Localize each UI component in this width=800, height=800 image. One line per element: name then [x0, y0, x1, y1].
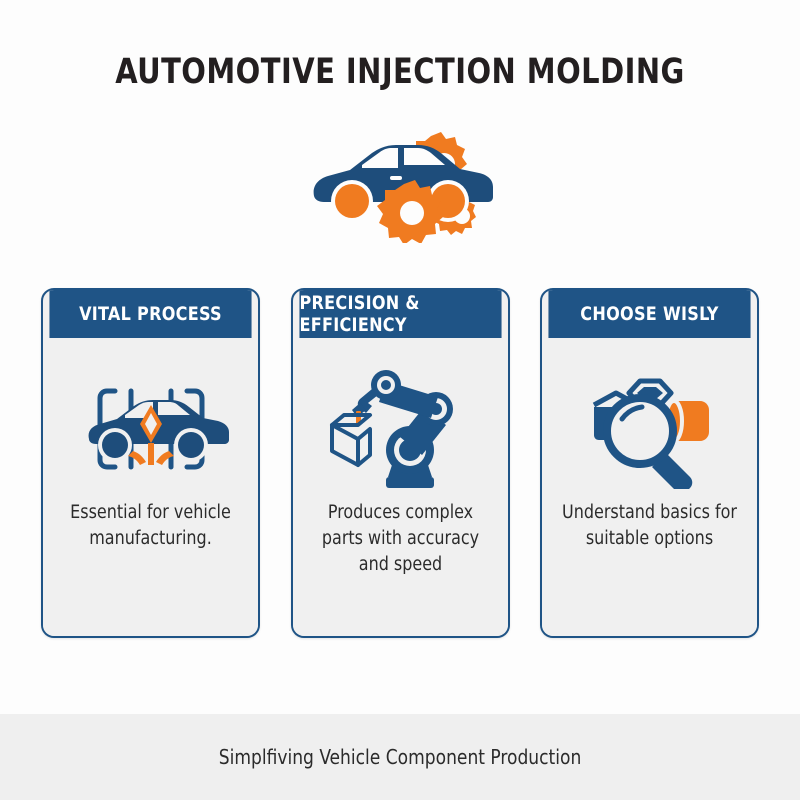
footer-caption: Simplfiving Vehicle Component Production — [218, 745, 582, 769]
card-precision-efficiency[interactable]: PRECISION & EFFICIENCY — [290, 288, 510, 638]
card-header-label: CHOOSE WISLY — [548, 290, 751, 338]
card-description: Understand basics for suitable options — [562, 502, 737, 549]
magnifier-parts-icon — [565, 364, 735, 494]
card-choose-wisly[interactable]: CHOOSE WISLY — [540, 288, 759, 638]
cards-row: VITAL PROCESS — [41, 288, 759, 640]
car-injection-icon — [66, 364, 236, 494]
card-header-label: VITAL PROCESS — [49, 290, 252, 338]
footer-band — [0, 714, 800, 800]
car-with-gears-illustration — [300, 118, 500, 245]
page-title: AUTOMOTIVE INJECTION MOLDING — [115, 52, 685, 92]
robotic-arm-icon — [315, 364, 485, 494]
card-description: Essential for vehicle manufacturing. — [70, 502, 231, 549]
card-body: Produces complex parts with accuracy and… — [292, 338, 508, 636]
card-body: Essential for vehicle manufacturing. — [43, 338, 258, 636]
card-body: Understand basics for suitable options — [542, 338, 757, 636]
card-description: Produces complex parts with accuracy and… — [321, 502, 479, 575]
card-header-label: PRECISION & EFFICIENCY — [298, 290, 502, 338]
card-vital-process[interactable]: VITAL PROCESS — [41, 288, 260, 638]
